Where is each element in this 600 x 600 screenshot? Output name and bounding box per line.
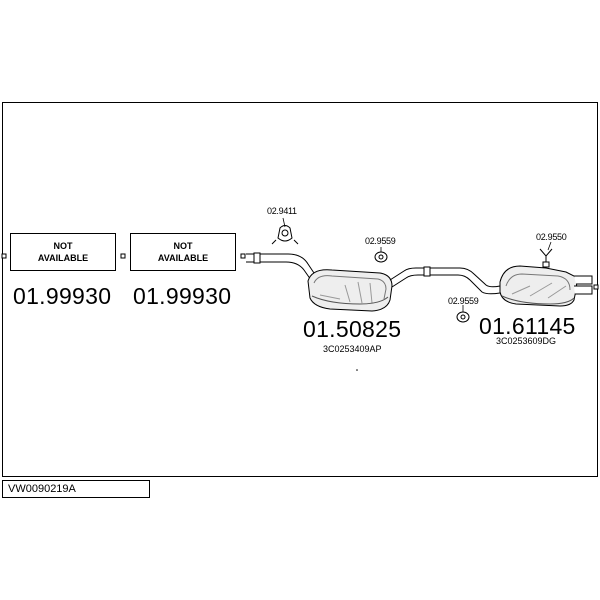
part-box-2: NOT AVAILABLE xyxy=(130,233,236,271)
clamp-label-1: 02.9411 xyxy=(267,206,297,216)
part-box-1: NOT AVAILABLE xyxy=(10,233,116,271)
part-number-1: 01.99930 xyxy=(13,283,112,309)
clamp-label-2: 02.9559 xyxy=(365,236,396,246)
clamp-label-4: 02.9559 xyxy=(448,296,479,306)
leader-lines xyxy=(282,217,552,312)
hanger-clamp-4 xyxy=(456,311,470,323)
front-pipe xyxy=(246,252,317,281)
front-muffler-number: 01.50825 xyxy=(303,316,402,342)
hanger-clamp-3 xyxy=(539,248,553,268)
part-number-2: 01.99930 xyxy=(133,283,232,309)
connector-marker-right xyxy=(240,253,246,259)
rear-muffler-oem: 3C0253609DG xyxy=(496,336,557,346)
connector-marker-mid xyxy=(120,253,126,259)
front-muffler-shape xyxy=(307,269,393,312)
connector-marker-end xyxy=(593,284,599,290)
front-muffler-oem: 3C0253409AP xyxy=(323,344,382,354)
reference-code: VW0090219A xyxy=(2,480,150,498)
speck xyxy=(356,369,358,371)
hanger-clamp-1 xyxy=(271,225,299,245)
connector-marker-left xyxy=(1,253,7,259)
clamp-label-3: 02.9550 xyxy=(536,232,567,242)
intermediate-pipe xyxy=(389,266,501,295)
rear-muffler-shape xyxy=(499,265,593,307)
hanger-clamp-2 xyxy=(374,251,388,263)
rear-muffler-number: 01.61145 xyxy=(479,313,576,339)
